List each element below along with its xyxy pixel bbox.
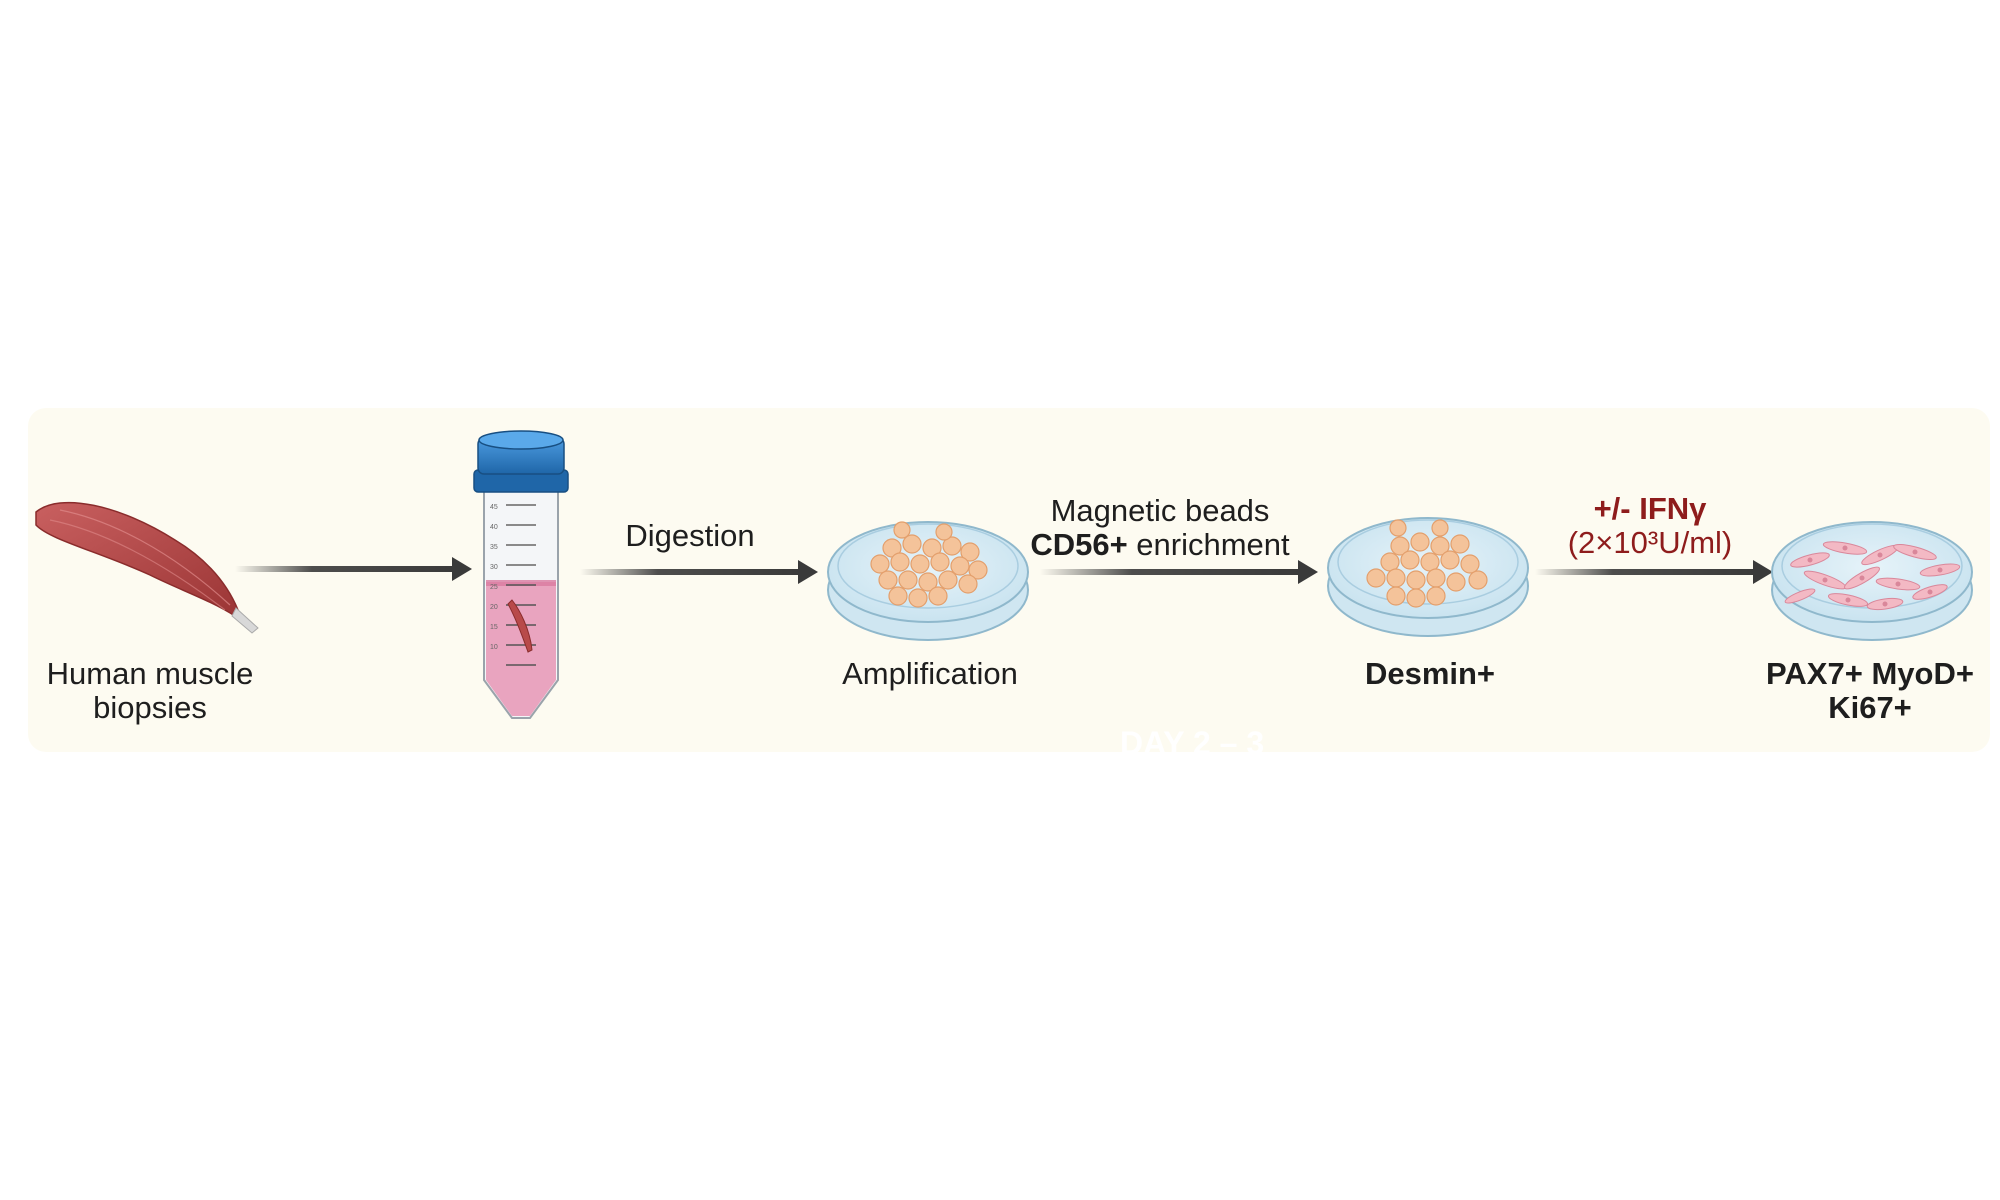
enrichment-text: enrichment [1127, 527, 1290, 562]
final-label-line2: Ki67+ [1828, 690, 1912, 725]
tube-mark: 35 [490, 544, 498, 551]
enrichment-label: Magnetic beads CD56+ enrichment [1010, 494, 1310, 562]
tube-mark: 15 [490, 624, 498, 631]
digestion-label: Digestion [625, 518, 755, 553]
tube-mark: 45 [490, 504, 498, 511]
ifn-label-line1: +/- IFNγ [1593, 491, 1707, 526]
desmin-label: Desmin+ [1364, 656, 1496, 691]
amplification-label: Amplification [842, 656, 1018, 691]
biopsy-label-line2: biopsies [93, 690, 207, 725]
tube-mark: 10 [490, 644, 498, 651]
final-label: PAX7+ MyoD+ Ki67+ [1745, 657, 1995, 725]
ifn-label: +/- IFNγ (2×10³U/ml) [1530, 492, 1770, 560]
tube-mark: 25 [490, 584, 498, 591]
cd56-marker: CD56+ [1030, 527, 1128, 562]
final-label-line1: PAX7+ MyoD+ [1766, 656, 1974, 691]
arrow-icon [1535, 560, 1773, 584]
enrichment-label-line2: CD56+ enrichment [1010, 528, 1310, 562]
biopsy-label-line1: Human muscle [46, 656, 254, 691]
cell-cluster-icon [1366, 519, 1488, 608]
tube-mark: 40 [490, 524, 498, 531]
muscle-icon [35, 501, 259, 634]
arrow-icon [235, 557, 472, 581]
arrow-icon [580, 560, 818, 584]
myoblast-nuclei [1807, 545, 1943, 607]
biopsy-label: Human muscle biopsies [20, 657, 280, 725]
ifn-label-line2: (2×10³U/ml) [1567, 525, 1733, 560]
arrow-icon [1040, 560, 1318, 584]
falcon-tube-icon: 45 40 35 30 25 20 15 10 [473, 430, 569, 719]
tube-mark: 20 [490, 604, 498, 611]
cell-cluster-icon [870, 521, 988, 608]
petri-dish-icon [1771, 521, 1973, 641]
day-watermark: DAY 2 – 3 [1120, 725, 1265, 761]
enrichment-label-line1: Magnetic beads [1050, 493, 1270, 528]
tube-mark: 30 [490, 564, 498, 571]
